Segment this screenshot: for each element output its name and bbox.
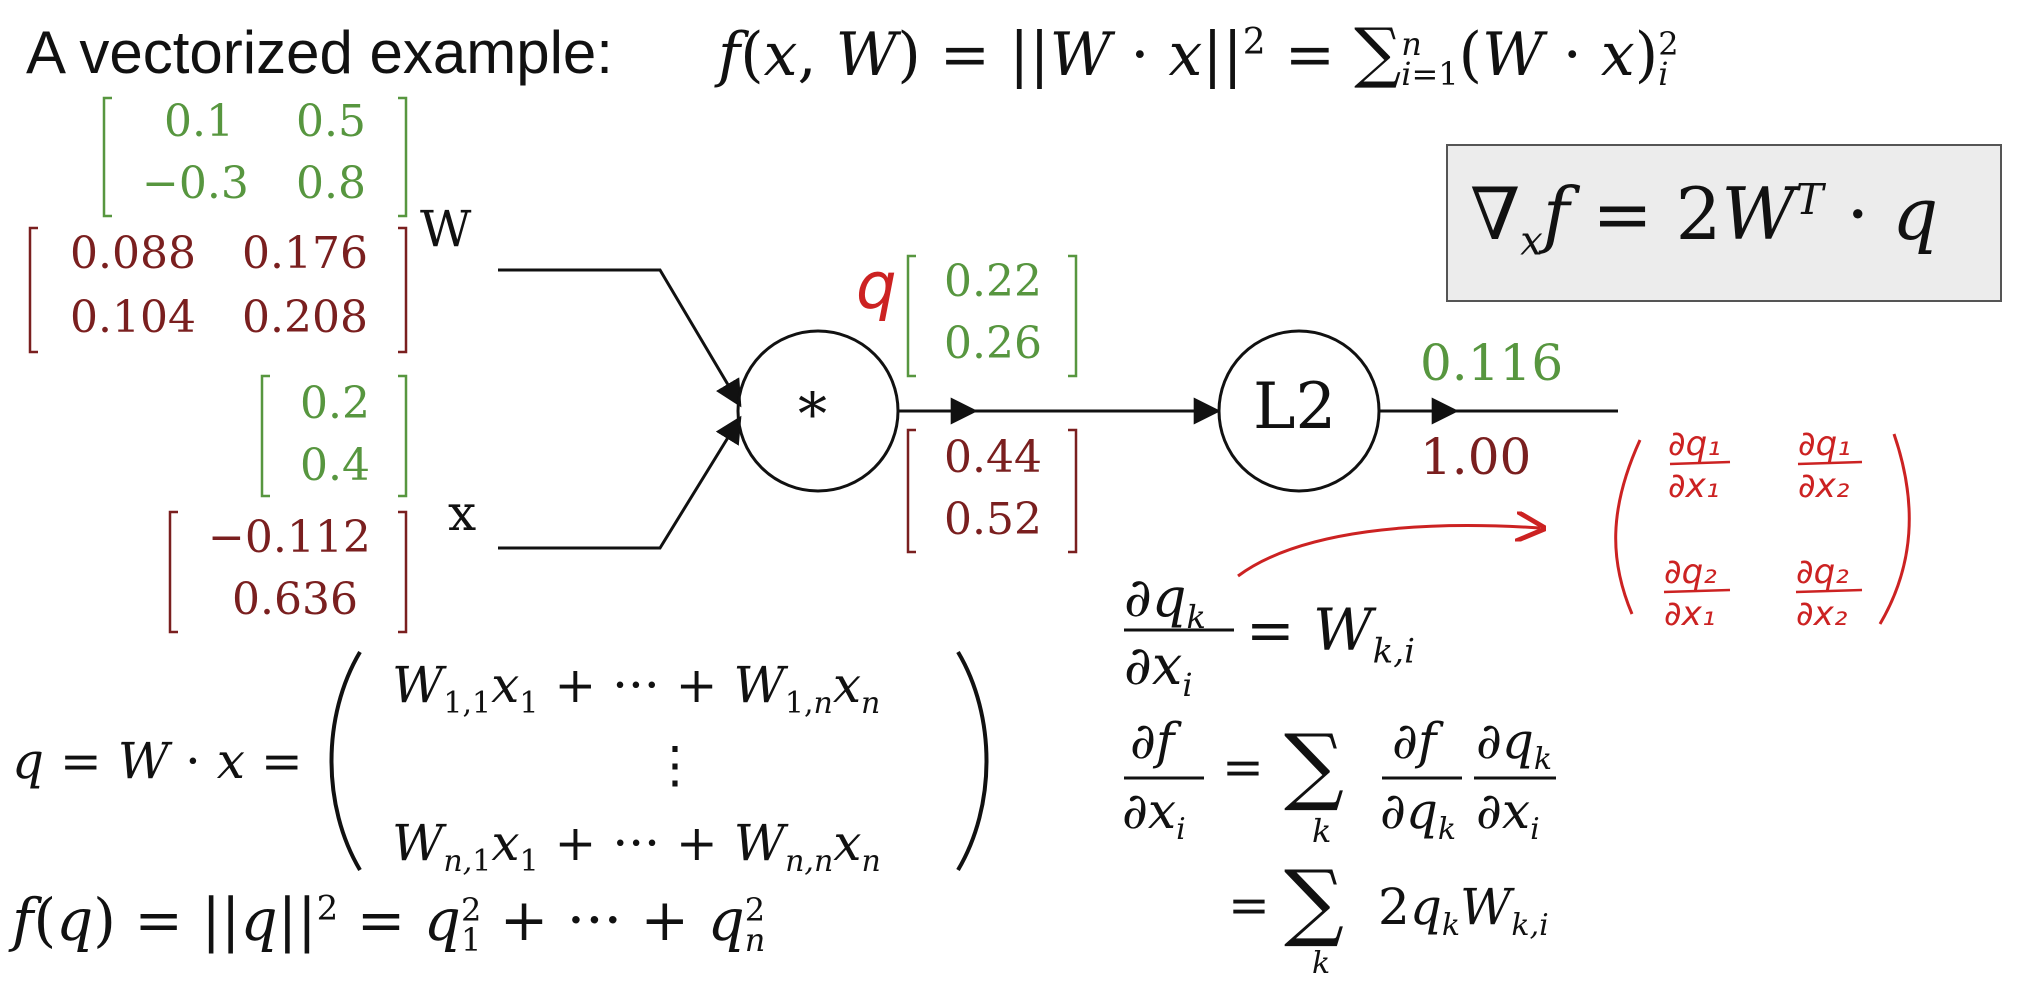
- eq-result-sum: ∑: [1284, 852, 1344, 950]
- q-value-bracket: [906, 254, 1078, 378]
- eq-q-row-1: W1,1x1 + ··· + W1,nxn: [392, 656, 881, 721]
- q-value-2: 0.26: [944, 318, 1042, 369]
- wire-x-to-mul: [498, 415, 742, 550]
- eq-df-dx-denominator: ∂xi: [1122, 782, 1186, 847]
- eq-result-term: 2qkWk,i: [1378, 878, 1549, 943]
- l2-node: [1217, 329, 1381, 493]
- jacobian-den: ∂x₁: [1664, 594, 1716, 634]
- w-grad-cell: 0.208: [242, 292, 368, 343]
- w-value-row-2: −0.3 0.8: [130, 158, 366, 209]
- eq-result-sum-index: k: [1312, 946, 1331, 981]
- eq-df-dx-numerator: ∂f: [1130, 712, 1175, 770]
- q-value-1: 0.22: [944, 256, 1042, 307]
- q-handwritten-label: q: [856, 250, 897, 324]
- eq-df-dx-sum: ∑: [1284, 716, 1344, 814]
- eq-q-dots: ⋮: [650, 736, 700, 794]
- jacobian-den: ∂x₂: [1798, 466, 1850, 506]
- jacobian-num: ∂q₁: [1798, 424, 1851, 464]
- eq-dq-dx-numerator: ∂qk: [1124, 566, 1206, 636]
- w-value-bracket: [102, 96, 408, 218]
- q-grad-2: 0.52: [944, 494, 1042, 545]
- x-input-label: x: [448, 484, 477, 542]
- jacobian-den: ∂x₁: [1668, 466, 1720, 506]
- w-value-cell: −0.3: [142, 158, 249, 209]
- eq-df-dx-sum-index: k: [1312, 812, 1332, 850]
- w-input-label: W: [420, 200, 472, 258]
- eq-dqk-dxi-denominator: ∂xi: [1476, 782, 1540, 847]
- w-grad-cell: 0.088: [70, 228, 196, 279]
- w-value-row-1: 0.1 0.5: [130, 96, 366, 147]
- eq-q-row-n: Wn,1x1 + ··· + Wn,nxn: [392, 814, 881, 879]
- w-grad-cell: 0.104: [70, 292, 196, 343]
- x-value-bracket: [260, 374, 408, 498]
- wire-w-to-mul: [498, 268, 742, 408]
- eq-dq-dx-rhs: = Wk,i: [1246, 596, 1415, 672]
- l2-node-label: L2: [1253, 370, 1337, 444]
- w-value-cell: 0.5: [296, 96, 366, 147]
- jacobian-left-paren: [1614, 439, 1642, 615]
- x-grad-2: 0.636: [232, 574, 358, 625]
- w-grad-row-1: 0.088 0.176: [70, 228, 368, 279]
- annotation-arrow: [1237, 526, 1540, 578]
- jacobian-den: ∂x₂: [1796, 594, 1848, 634]
- w-value-cell: 0.1: [164, 96, 234, 147]
- eq-df-dq-denominator: ∂qk: [1380, 782, 1457, 847]
- output-grad: 1.00: [1420, 428, 1532, 486]
- jacobian-num: ∂q₂: [1796, 552, 1849, 592]
- eq-df-dq-numerator: ∂f: [1392, 712, 1437, 770]
- w-grad-bracket: [28, 226, 408, 354]
- eq-q-definition: q = W · x =: [12, 732, 303, 790]
- w-value-cell: 0.8: [296, 158, 366, 209]
- q-vector-right-paren: [956, 650, 989, 872]
- q-grad-bracket: [906, 428, 1078, 554]
- title-prefix: A vectorized example:: [26, 19, 613, 86]
- q-grad-1: 0.44: [944, 432, 1042, 483]
- multiply-node: [736, 329, 900, 493]
- eq-result-equals: =: [1228, 876, 1270, 934]
- w-grad-row-2: 0.104 0.208: [70, 292, 368, 343]
- q-vector-left-paren: [329, 650, 362, 872]
- jacobian-num: ∂q₁: [1668, 424, 1721, 464]
- multiply-node-label: *: [798, 380, 827, 448]
- eq-dqk-dxi-numerator: ∂qk: [1476, 712, 1553, 777]
- x-value-2: 0.4: [300, 440, 370, 491]
- jacobian-num: ∂q₂: [1664, 552, 1717, 592]
- eq-dq-dx-denominator: ∂xi: [1124, 634, 1193, 704]
- output-value: 0.116: [1420, 334, 1564, 392]
- gradient-formula-box: [1446, 144, 2002, 302]
- x-grad-bracket: [168, 510, 408, 634]
- gradient-formula: ∇xf = 2WT · q: [1470, 172, 1939, 265]
- w-grad-cell: 0.176: [242, 228, 368, 279]
- jacobian-right-paren: [1878, 433, 1911, 625]
- eq-df-dx-equals: =: [1222, 738, 1264, 796]
- x-value-1: 0.2: [300, 378, 370, 429]
- x-grad-1: −0.112: [208, 512, 371, 563]
